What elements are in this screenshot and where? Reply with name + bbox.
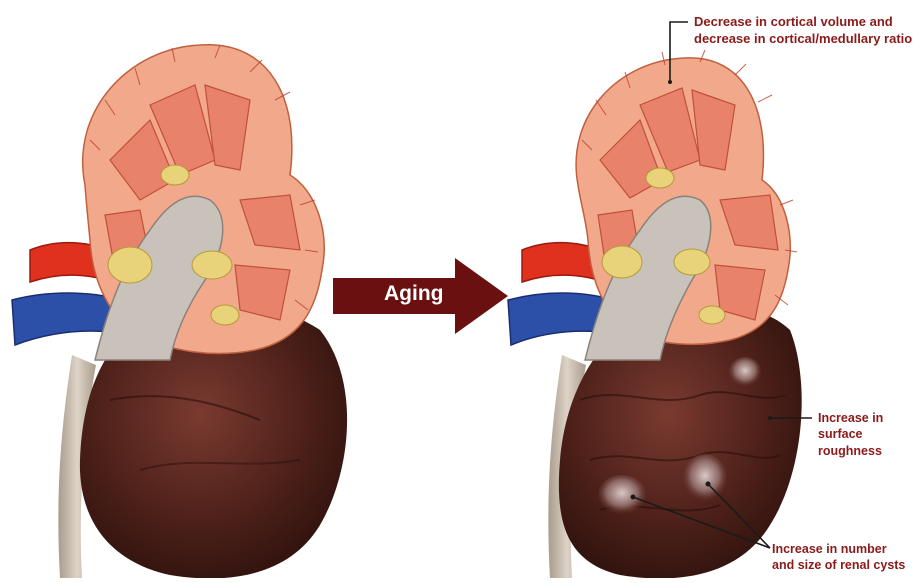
annotation-surface-roughness: Increase in surface roughness [818,410,920,459]
renal-cyst [598,475,646,515]
aging-arrow-label: Aging [384,282,443,306]
young-kidney [12,45,347,578]
renal-cyst [683,454,727,502]
aged-kidney [508,50,802,578]
renal-cyst [729,357,761,387]
annotation-line: Increase in [818,410,920,426]
annotation-renal-cysts: Increase in number and size of renal cys… [772,541,905,574]
annotation-line: decrease in cortical/medullary ratio [694,31,912,48]
annotation-line: Increase in number [772,541,905,557]
annotation-cortical-volume: Decrease in cortical volume and decrease… [694,14,912,48]
annotation-line: and size of renal cysts [772,557,905,573]
annotation-line: Decrease in cortical volume and [694,14,912,31]
annotation-line: surface roughness [818,426,920,459]
